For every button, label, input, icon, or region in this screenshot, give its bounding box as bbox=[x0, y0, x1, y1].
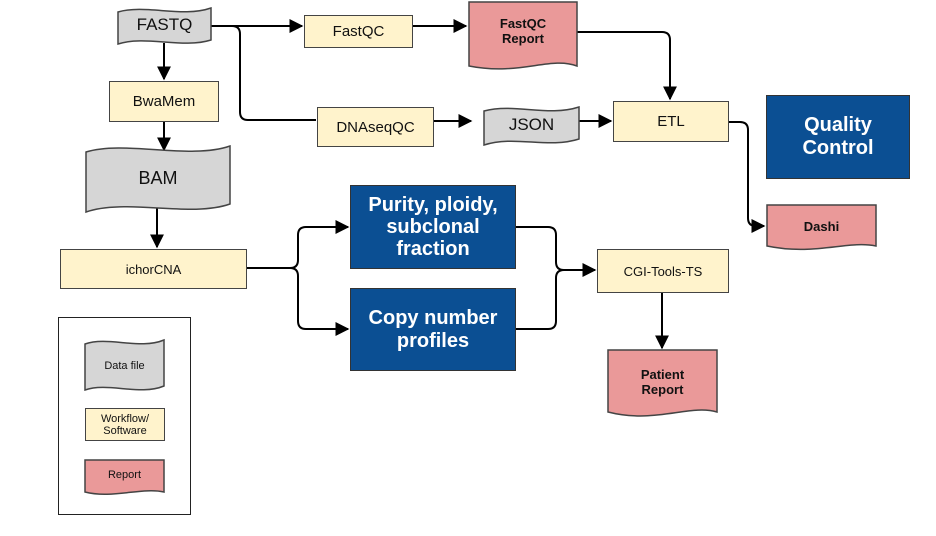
legend-report-shape bbox=[84, 459, 165, 495]
edge-ichorcna-copy bbox=[289, 267, 350, 336]
legend-workflow-box: Workflow/ Software bbox=[85, 408, 165, 441]
dashi-label: Dashi bbox=[803, 218, 840, 234]
legend bbox=[58, 317, 191, 515]
edge-etl-dashi bbox=[728, 121, 766, 233]
edge-ichorcna-purity bbox=[246, 220, 350, 269]
fastq-label: FASTQ bbox=[136, 15, 193, 34]
bam-shape bbox=[85, 144, 231, 214]
cgi-tools-node: CGI-Tools-TS bbox=[597, 249, 729, 293]
purity-ploidy-node: Purity, ploidy, subclonal fraction bbox=[350, 185, 516, 269]
edge-purity-cgi bbox=[516, 226, 597, 277]
dashi-shape bbox=[766, 204, 877, 251]
etl-node: ETL bbox=[613, 101, 729, 142]
fastqc-report-shape bbox=[468, 1, 578, 70]
patient-report-shape bbox=[607, 349, 718, 417]
edge-copy-cgi bbox=[516, 269, 565, 330]
quality-control-node: Quality Control bbox=[766, 95, 910, 179]
legend-datafile-label: Data file bbox=[104, 360, 145, 372]
json-label: JSON bbox=[508, 115, 555, 134]
patient-report-label: Patient Report bbox=[640, 367, 685, 397]
copy-number-node: Copy number profiles bbox=[350, 288, 516, 371]
bam-label: BAM bbox=[138, 167, 178, 188]
fastqc-report-label: FastQC Report bbox=[499, 16, 547, 46]
edge-report-etl bbox=[577, 31, 677, 101]
bwamem-node: BwaMem bbox=[109, 81, 219, 122]
json-shape bbox=[483, 105, 580, 147]
legend-datafile-shape bbox=[84, 338, 165, 392]
edge-fastq-dnaseqqc bbox=[211, 25, 316, 121]
fastq-shape bbox=[117, 6, 212, 46]
ichorcna-node: ichorCNA bbox=[60, 249, 247, 289]
dnaseqqc-node: DNAseqQC bbox=[317, 107, 434, 147]
legend-report-label: Report bbox=[107, 469, 142, 481]
fastqc-node: FastQC bbox=[304, 15, 413, 48]
